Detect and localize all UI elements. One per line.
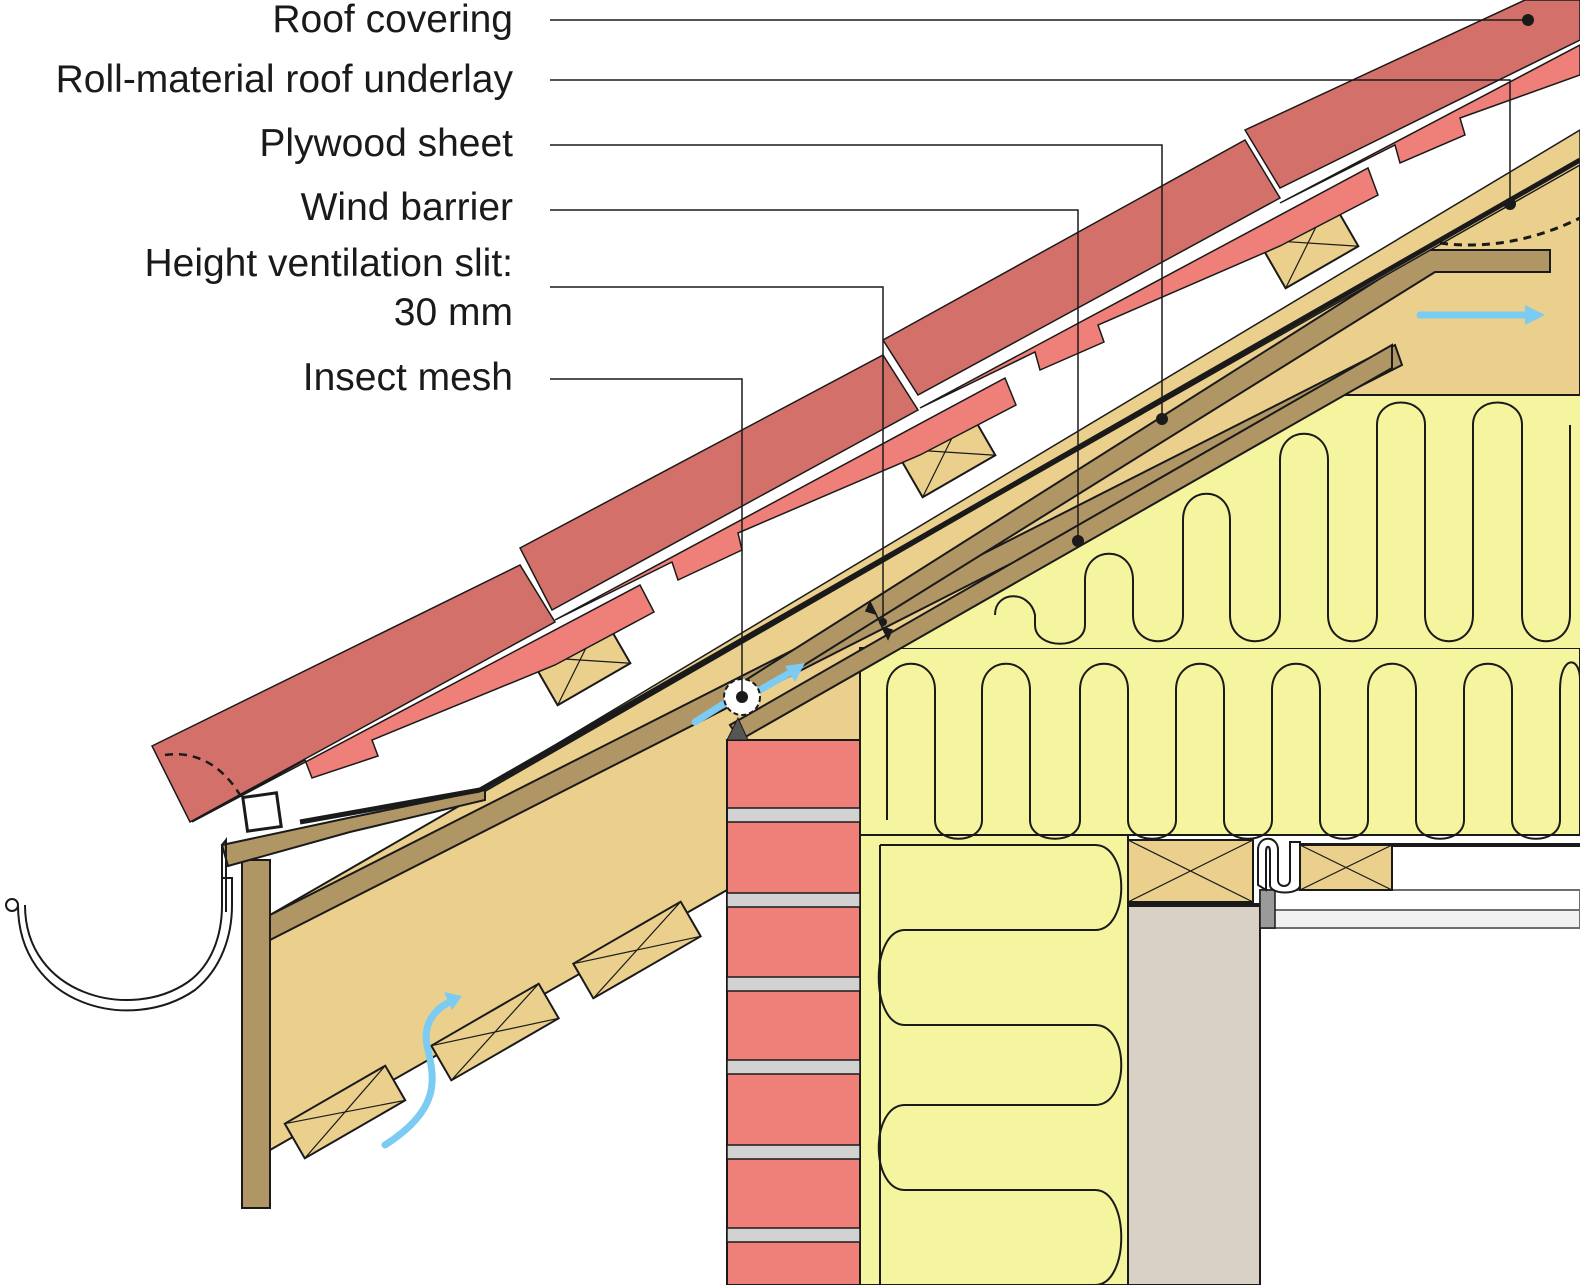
- wall-insulation: [859, 834, 1129, 1285]
- eave-board: [220, 788, 486, 868]
- ceiling-clip: [1257, 837, 1301, 894]
- label-ventilation-slit: Height ventilation slit:: [144, 242, 513, 285]
- interior-wall: [1127, 904, 1261, 1285]
- label-wind-barrier: Wind barrier: [300, 186, 513, 229]
- airflow-arrowheads: [444, 305, 1545, 1010]
- attic-insulation: [880, 395, 1580, 648]
- ventilation-slit-dimension: [864, 600, 894, 641]
- gutter: [5, 837, 233, 1012]
- callout-dots: [736, 14, 1534, 703]
- callout-leaders: [550, 19, 1528, 697]
- label-roof-covering: Roof covering: [272, 0, 513, 41]
- fascia-board: [241, 859, 271, 1209]
- label-plywood-sheet: Plywood sheet: [259, 122, 513, 165]
- roof-underlay-line: [478, 157, 1580, 793]
- label-roof-underlay: Roll-material roof underlay: [55, 58, 513, 101]
- airflow-arrows: [381, 311, 1534, 1149]
- label-insect-mesh: Insect mesh: [302, 356, 513, 399]
- ceiling-insulation: [859, 647, 1580, 840]
- battens: [283, 196, 1393, 1160]
- label-ventilation-slit-value: 30 mm: [393, 291, 513, 334]
- brick-wall: [726, 739, 861, 1285]
- roof-tiles: [150, 0, 1580, 824]
- eave-batten: [241, 791, 283, 833]
- rafter: [269, 158, 1580, 1152]
